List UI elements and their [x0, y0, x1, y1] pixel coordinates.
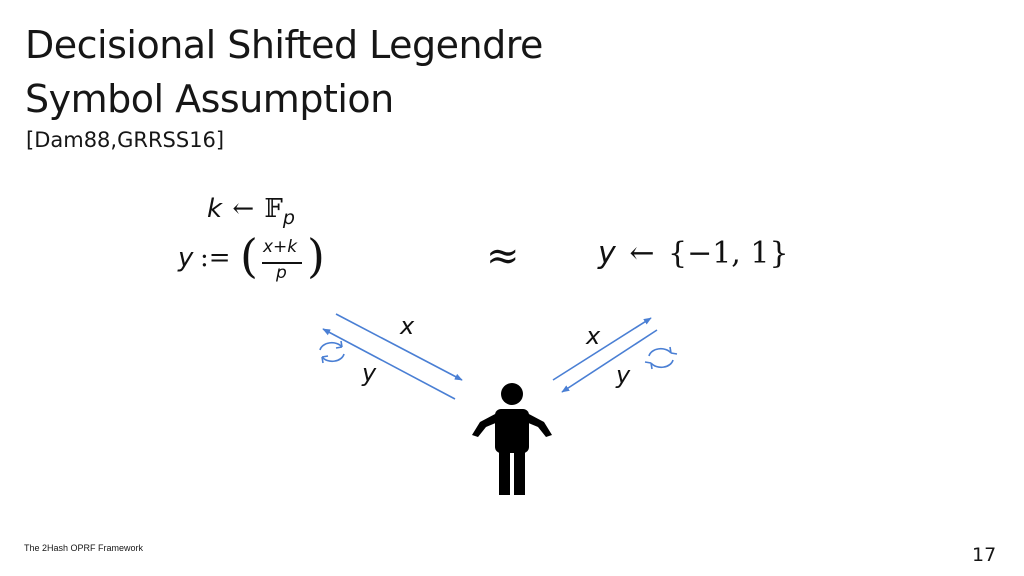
random-sampling-formula: y ← {−1, 1} — [598, 236, 789, 271]
right-paren: ) — [307, 229, 325, 283]
sign-set: {−1, 1} — [668, 236, 789, 271]
left-query-arrow — [335, 313, 463, 381]
key-sampling-formula: k ← 𝔽p — [207, 194, 295, 229]
approx-symbol: ≈ — [486, 233, 520, 279]
right-x-label: x — [586, 322, 601, 350]
legendre-formula: y := ( x+k p ) — [178, 229, 348, 295]
k-variable: k — [207, 194, 223, 224]
right-response-arrow — [561, 329, 658, 393]
footer-text: The 2Hash OPRF Framework — [24, 543, 144, 553]
refresh-cycle-icon — [644, 346, 678, 370]
field-subscript: p — [282, 207, 295, 229]
slide-title-line-1: Decisional Shifted Legendre — [25, 23, 543, 67]
left-x-label: x — [400, 312, 415, 340]
fraction-denominator: p — [276, 263, 287, 283]
right-y-label: y — [616, 361, 631, 389]
y-variable: y — [178, 243, 194, 273]
gets-arrow: ← — [232, 194, 255, 224]
slide-title-line-2: Symbol Assumption — [25, 77, 394, 121]
left-y-label: y — [362, 359, 377, 387]
y-variable-right: y — [598, 236, 616, 271]
slide-title: Decisional Shifted Legendre Symbol Assum… — [25, 18, 543, 126]
refresh-cycle-icon — [319, 340, 345, 364]
page-number: 17 — [972, 544, 997, 566]
left-response-arrow — [322, 328, 456, 400]
gets-arrow-right: ← — [629, 236, 655, 271]
fraction-numerator: x+k — [263, 237, 298, 257]
field-symbol: 𝔽 — [264, 194, 283, 224]
assign-operator: := — [200, 243, 231, 273]
citation: [Dam88,GRRSS16] — [26, 128, 225, 152]
right-query-arrow — [552, 317, 652, 381]
left-paren: ( — [240, 229, 258, 283]
person-shrug-icon — [472, 383, 552, 495]
fraction-bar — [262, 262, 302, 264]
